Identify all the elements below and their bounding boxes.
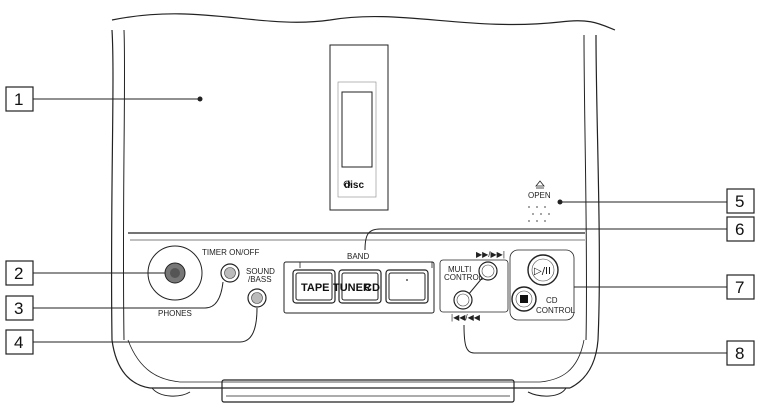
timer-button[interactable] [220,263,240,283]
stop-button[interactable] [511,286,537,312]
cd-control-panel [509,249,575,321]
multi-label: MULTI [448,265,471,274]
play-pause-button[interactable]: ▷/II [527,254,559,286]
callout-4: 4 [5,307,258,355]
svg-text:disc: disc [344,180,364,191]
open-eject-marker: OPEN [528,180,551,222]
callout-7: 7 [574,274,755,300]
stop-icon [520,295,528,303]
phones-label: PHONES [158,309,192,318]
callout-5: 5 [557,188,755,214]
function-panel [283,261,435,314]
cd-label: CD [546,296,558,305]
compact-disc-logo: disc [343,180,364,191]
svg-text:3: 3 [14,299,23,318]
svg-text:2: 2 [14,264,23,283]
sound-bass-button[interactable] [247,288,267,308]
svg-text:5: 5 [735,192,744,211]
svg-text:4: 4 [14,333,23,352]
cd-control-label: CONTROL [536,306,576,315]
device-right-side [569,34,600,389]
tape-button[interactable]: TAPE [292,269,336,304]
device-left-side [110,29,151,389]
device-top-edge [111,13,616,31]
svg-text:7: 7 [735,278,744,297]
callout-6: 6 [364,216,755,251]
fast-forward-button[interactable] [478,261,498,281]
svg-text:TUNER: TUNER [333,282,371,294]
rew-label: |◀◀/◀◀ [451,313,481,322]
timer-label: TIMER ON/OFF [202,248,259,257]
multi-control-panel [439,259,509,313]
handle-slot [221,379,515,403]
svg-text:1: 1 [14,90,23,109]
svg-text:TAPE: TAPE [301,282,330,294]
svg-text:8: 8 [735,344,744,363]
band-label: BAND [347,252,369,261]
rewind-button[interactable] [453,290,473,310]
callout-1: 1 [5,86,203,112]
eject-icon [535,180,545,187]
tuner-button[interactable]: TUNER [333,269,382,304]
blank-button[interactable] [385,269,429,304]
svg-text:6: 6 [735,220,744,239]
cd-button-label: CD [364,282,380,294]
phones-jack[interactable] [147,245,203,301]
callout-3: 3 [5,281,224,321]
callout-2: 2 [5,260,165,286]
open-label: OPEN [528,191,551,200]
ff-label: ▶▶/▶▶| [476,250,505,259]
sound-label: SOUND [246,267,275,276]
control-label: CONTROL [444,273,484,282]
bass-label: /BASS [248,275,272,284]
play-pause-icon: ▷/II [534,266,551,277]
callout-8: 8 [463,324,755,366]
